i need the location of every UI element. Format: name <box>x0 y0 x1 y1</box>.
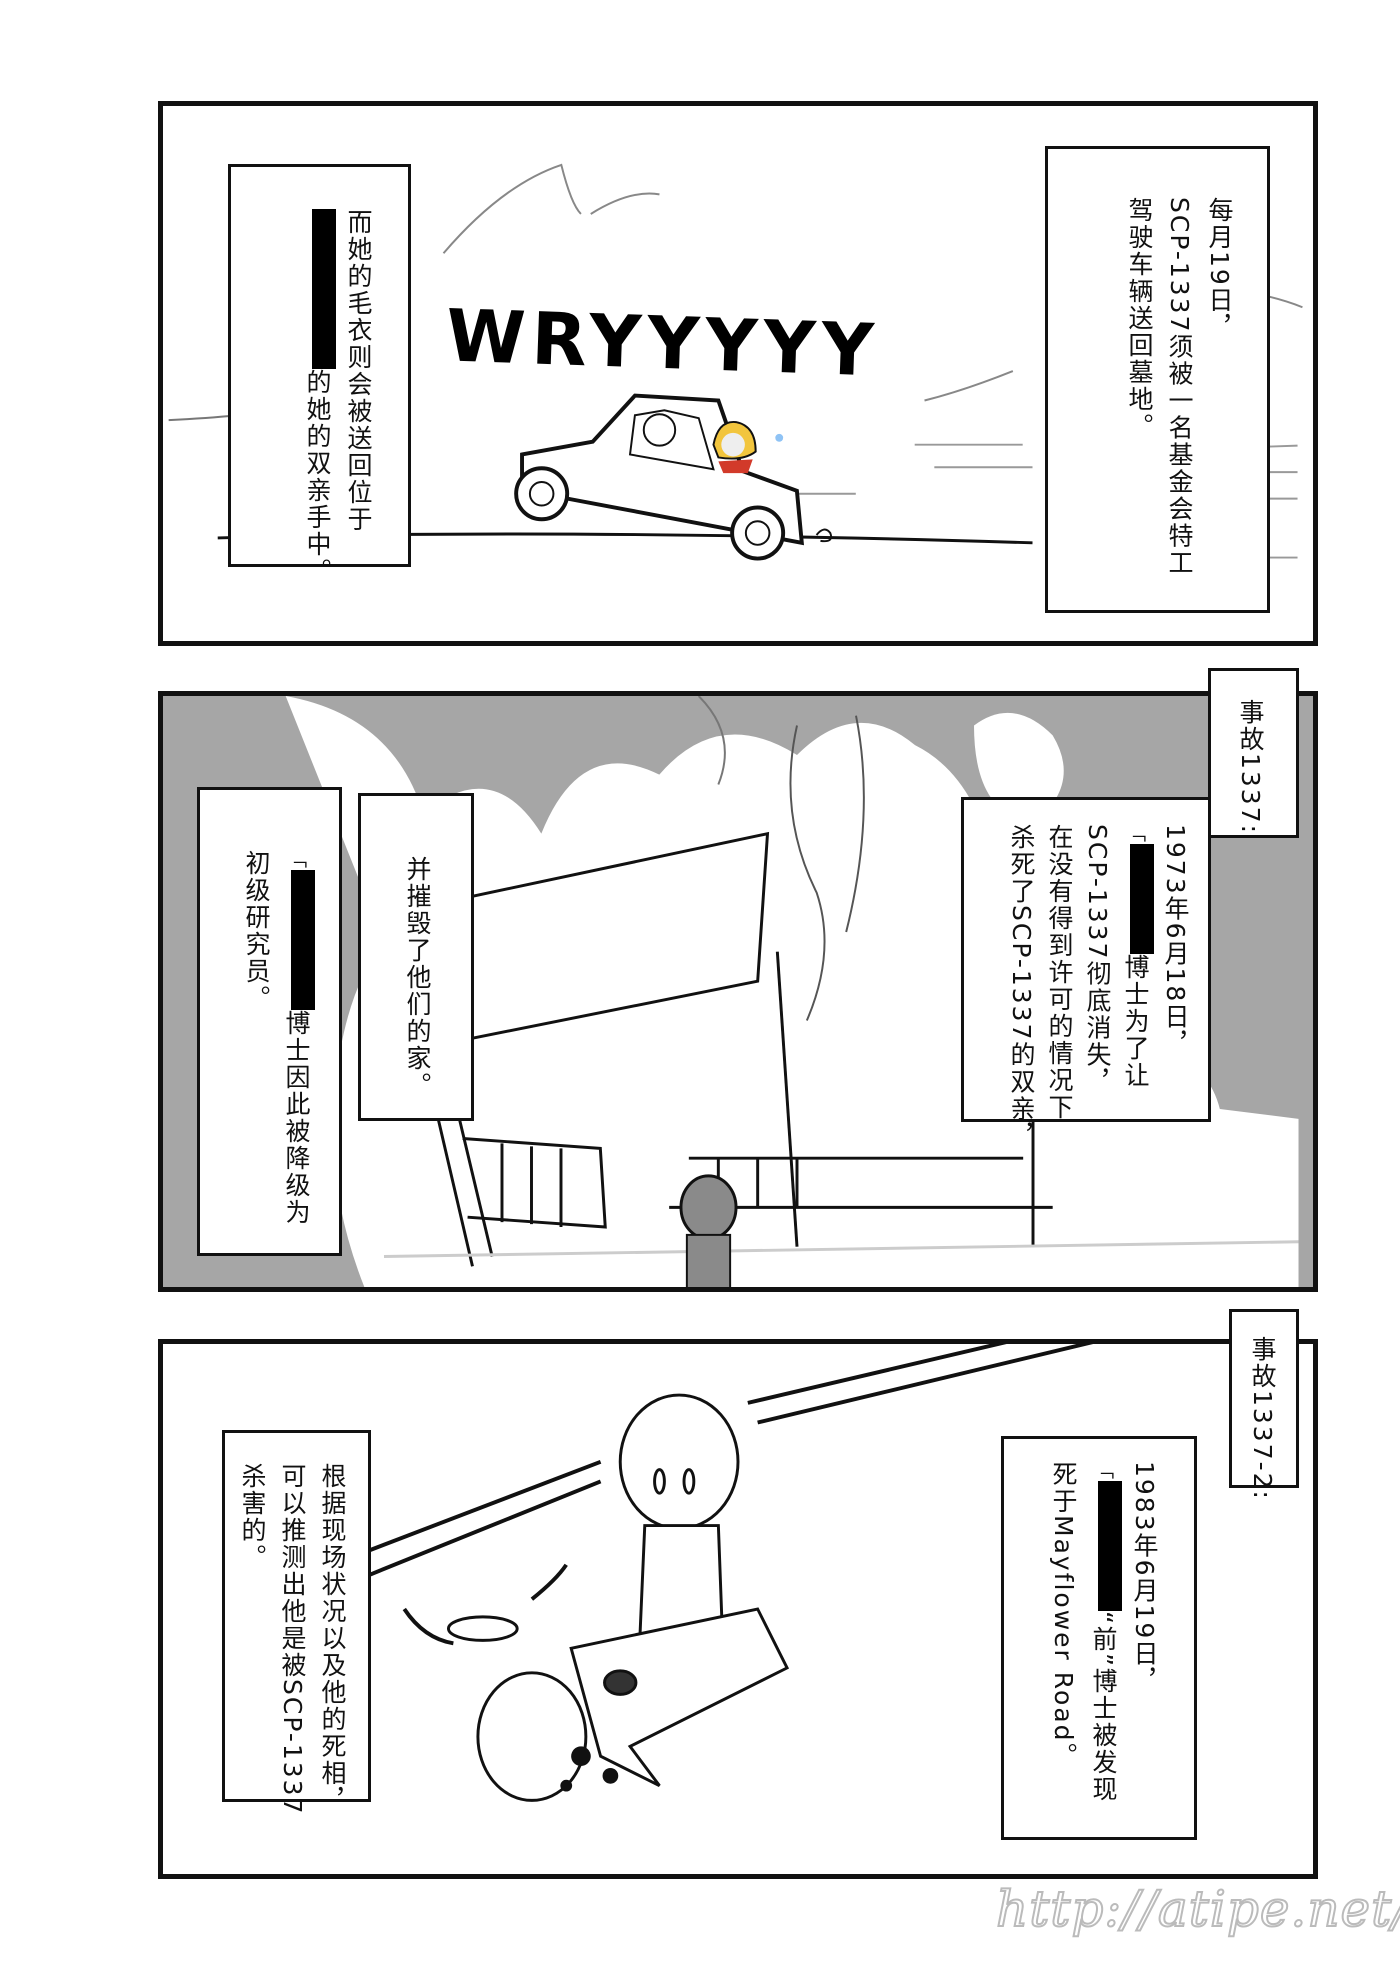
caption-text: 1973年6月18日， 「博士为了让 SCP-1337彻底消失， 在没有得到许可… <box>1002 824 1194 1150</box>
caption-line: 初级研究员。 <box>242 850 271 1012</box>
panel-2: 1973年6月18日， 「博士为了让 SCP-1337彻底消失， 在没有得到许可… <box>158 691 1318 1292</box>
caption-box: 根据现场状况以及他的死相， 可以推测出他是被SCP-1337 杀害的。 <box>222 1430 371 1816</box>
caption-box: 1983年6月19日， 「 “前”博士被发现 死于Mayflower Road。 <box>1001 1436 1197 1840</box>
caption-line: 1973年6月18日， <box>1161 824 1190 1058</box>
redaction-bar <box>1130 844 1154 954</box>
incident-label-box: 事故1337: <box>1208 668 1299 838</box>
caption-line: SCP-1337彻底消失， <box>1083 824 1112 1096</box>
caption-text: 1983年6月19日， 「 “前”博士被发现 死于Mayflower Road。 <box>1043 1461 1164 1803</box>
panel-3: 1983年6月19日， 「“前”博士被发现 死于Mayflower Road。 … <box>158 1339 1318 1879</box>
caption-line: 死于Mayflower Road。 <box>1049 1461 1078 1770</box>
redaction-mark: 「 <box>1125 824 1146 844</box>
caption-line: “前”博士被发现 <box>1089 1611 1118 1803</box>
caption-line: SCP-1337须被一名基金会特工 <box>1165 197 1194 577</box>
caption-box: 而她的毛衣则会被送回位于 的她的双亲手中。 <box>228 164 411 585</box>
caption-line: 根据现场状况以及他的死相， <box>318 1463 347 1814</box>
caption-line: 杀害的。 <box>238 1463 267 1571</box>
caption-text: 并摧毁了他们的家。 <box>397 856 437 1099</box>
caption-line: 1983年6月19日， <box>1130 1461 1159 1695</box>
redaction-bar <box>1098 1481 1122 1611</box>
incident-label: 事故1337-2: <box>1248 1336 1277 1501</box>
incident-label-box: 事故1337-2: <box>1229 1309 1299 1501</box>
caption-line: 并摧毁了他们的家。 <box>403 856 432 1099</box>
caption-line: 博士为了让 <box>1121 954 1150 1089</box>
panel-1: WRYYYYY 每月19日， SCP-1337须被一名基金会特工 驾驶车辆送回墓… <box>158 101 1318 646</box>
caption-box: 并摧毁了他们的家。 <box>358 793 474 1121</box>
caption-box: 「博士因此被降级为 初级研究员。 <box>197 787 342 1256</box>
redaction-bar <box>312 209 336 369</box>
caption-text: 「博士因此被降级为 初级研究员。 <box>236 850 317 1226</box>
redaction-bar <box>291 870 315 1010</box>
caption-text: 而她的毛衣则会被送回位于 的她的双亲手中。 <box>297 209 378 585</box>
sound-effect-text: WRYYYYY <box>444 293 881 393</box>
watermark: http://atipe.net/ <box>995 1879 1400 1939</box>
caption-box: 每月19日， SCP-1337须被一名基金会特工 驾驶车辆送回墓地。 <box>1045 146 1270 613</box>
scp-1337-girl-illustration <box>712 421 757 474</box>
caption-line: 的她的双亲手中。 <box>303 369 332 585</box>
caption-text: 每月19日， SCP-1337须被一名基金会特工 驾驶车辆送回墓地。 <box>1119 197 1239 577</box>
caption-line: 博士因此被降级为 <box>282 1010 311 1226</box>
caption-box: 1973年6月18日， 「博士为了让 SCP-1337彻底消失， 在没有得到许可… <box>961 797 1211 1150</box>
caption-text: 根据现场状况以及他的死相， 可以推测出他是被SCP-1337 杀害的。 <box>232 1463 352 1816</box>
incident-label: 事故1337: <box>1236 699 1265 836</box>
crime-scene-illustration <box>369 1344 1094 1802</box>
caption-line: 可以推测出他是被SCP-1337 <box>278 1463 307 1816</box>
caption-line: 在没有得到许可的情况下 <box>1045 824 1074 1121</box>
caption-line: 杀死了SCP-1337的双亲， <box>1007 824 1036 1150</box>
car-icon <box>514 393 805 561</box>
redaction-mark: 「 <box>286 850 307 870</box>
doctor-figure-illustration <box>679 1174 738 1287</box>
redaction-mark: 「 <box>1093 1461 1114 1481</box>
victim-figure-illustration <box>476 1607 790 1802</box>
caption-line: 而她的毛衣则会被送回位于 <box>344 209 373 533</box>
caption-line: 驾驶车辆送回墓地。 <box>1125 197 1154 440</box>
caption-line: 每月19日， <box>1205 197 1234 341</box>
